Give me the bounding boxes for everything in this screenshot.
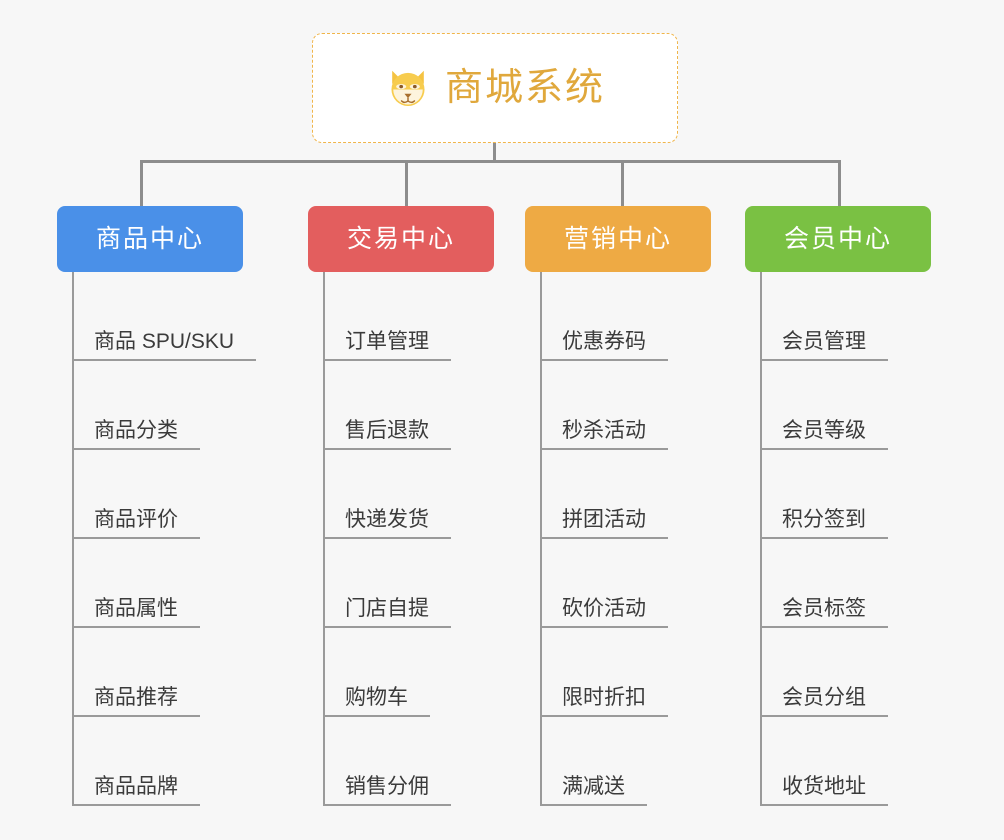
leaf-item[interactable]: 积分签到 <box>760 450 888 539</box>
leaf-underline: 商品分类 <box>72 419 200 450</box>
leaf-item[interactable]: 满减送 <box>540 717 647 806</box>
category-box-2[interactable]: 交易中心 <box>308 206 494 272</box>
leaf-underline: 购物车 <box>323 686 430 717</box>
leaf-underline: 商品评价 <box>72 508 200 539</box>
category-label-4: 会员中心 <box>783 224 892 253</box>
leaf-item[interactable]: 商品 SPU/SKU <box>72 272 257 361</box>
leaf-item[interactable]: 砍价活动 <box>540 539 668 628</box>
leaf-underline: 商品属性 <box>72 597 200 628</box>
leaf-item[interactable]: 收货地址 <box>760 717 888 806</box>
leaf-underline: 商品品牌 <box>72 775 200 806</box>
leaf-label: 商品推荐 <box>94 685 178 709</box>
leaf-underline: 售后退款 <box>323 419 451 450</box>
leaf-label: 商品属性 <box>94 596 178 620</box>
leaf-item[interactable]: 拼团活动 <box>540 450 668 539</box>
leaf-underline: 收货地址 <box>760 775 888 806</box>
leaf-underline: 砍价活动 <box>540 597 668 628</box>
leaf-label: 砍价活动 <box>562 596 646 620</box>
category-box-3[interactable]: 营销中心 <box>525 206 711 272</box>
leaf-label: 购物车 <box>345 685 408 709</box>
leaf-label: 商品评价 <box>94 507 178 531</box>
leaf-underline: 优惠券码 <box>540 330 668 361</box>
leaf-label: 会员分组 <box>782 685 866 709</box>
branch-spine-4 <box>760 272 762 806</box>
leaf-label: 满减送 <box>562 774 625 798</box>
branch-spine-1 <box>72 272 74 806</box>
branch-spine-3 <box>540 272 542 806</box>
leaf-item[interactable]: 快递发货 <box>323 450 451 539</box>
leaf-underline: 门店自提 <box>323 597 451 628</box>
leaf-label: 订单管理 <box>345 329 429 353</box>
leaf-underline: 满减送 <box>540 775 647 806</box>
leaf-label: 售后退款 <box>345 418 429 442</box>
leaf-label: 会员等级 <box>782 418 866 442</box>
connector-drop-2 <box>405 160 408 207</box>
leaf-underline: 商品 SPU/SKU <box>72 329 257 361</box>
leaf-underline: 销售分佣 <box>323 775 451 806</box>
leaf-item[interactable]: 订单管理 <box>323 272 451 361</box>
leaf-item[interactable]: 优惠券码 <box>540 272 668 361</box>
category-label-3: 营销中心 <box>563 224 672 253</box>
leaf-label: 会员标签 <box>782 596 866 620</box>
leaf-label: 秒杀活动 <box>562 418 646 442</box>
leaf-item[interactable]: 会员等级 <box>760 361 888 450</box>
leaf-underline: 订单管理 <box>323 330 451 361</box>
leaf-item[interactable]: 商品推荐 <box>72 628 200 717</box>
connector-drop-3 <box>621 160 624 207</box>
leaf-label: 快递发货 <box>345 507 429 531</box>
leaf-item[interactable]: 售后退款 <box>323 361 451 450</box>
leaf-item[interactable]: 限时折扣 <box>540 628 668 717</box>
leaf-underline: 会员管理 <box>760 330 888 361</box>
leaf-underline: 会员等级 <box>760 419 888 450</box>
connector-drop-4 <box>838 160 841 207</box>
leaf-label: 收货地址 <box>782 774 866 798</box>
category-box-4[interactable]: 会员中心 <box>745 206 931 272</box>
leaf-item[interactable]: 会员标签 <box>760 539 888 628</box>
leaf-underline: 会员标签 <box>760 597 888 628</box>
leaf-label: 商品品牌 <box>94 774 178 798</box>
category-box-1[interactable]: 商品中心 <box>57 206 243 272</box>
leaf-label: 限时折扣 <box>562 685 646 709</box>
leaf-label: 会员管理 <box>782 329 866 353</box>
leaf-item[interactable]: 商品品牌 <box>72 717 200 806</box>
connector-horizontal-bar <box>140 160 840 163</box>
leaf-label: 门店自提 <box>345 596 429 620</box>
leaf-label: 拼团活动 <box>562 507 646 531</box>
leaf-item[interactable]: 秒杀活动 <box>540 361 668 450</box>
connector-drop-1 <box>140 160 143 207</box>
leaf-underline: 快递发货 <box>323 508 451 539</box>
leaf-label: 商品 SPU/SKU <box>94 329 235 353</box>
leaf-underline: 秒杀活动 <box>540 419 668 450</box>
connector-root-stub <box>493 143 496 162</box>
leaf-label: 商品分类 <box>94 418 178 442</box>
leaf-label: 积分签到 <box>782 507 866 531</box>
leaf-item[interactable]: 门店自提 <box>323 539 451 628</box>
leaf-label: 优惠券码 <box>562 329 646 353</box>
leaf-underline: 积分签到 <box>760 508 888 539</box>
branch-spine-2 <box>323 272 325 806</box>
leaf-item[interactable]: 购物车 <box>323 628 430 717</box>
leaf-item[interactable]: 会员管理 <box>760 272 888 361</box>
category-label-2: 交易中心 <box>346 224 455 253</box>
root-node[interactable]: 商城系统 <box>312 33 678 143</box>
leaf-item[interactable]: 销售分佣 <box>323 717 451 806</box>
leaf-underline: 限时折扣 <box>540 686 668 717</box>
root-title: 商城系统 <box>444 67 605 109</box>
leaf-item[interactable]: 商品属性 <box>72 539 200 628</box>
leaf-underline: 会员分组 <box>760 686 888 717</box>
leaf-underline: 商品推荐 <box>72 686 200 717</box>
shiba-dog-face-icon <box>391 70 425 108</box>
leaf-item[interactable]: 商品评价 <box>72 450 200 539</box>
leaf-underline: 拼团活动 <box>540 508 668 539</box>
category-label-1: 商品中心 <box>95 224 204 253</box>
leaf-item[interactable]: 商品分类 <box>72 361 200 450</box>
leaf-label: 销售分佣 <box>345 774 429 798</box>
leaf-item[interactable]: 会员分组 <box>760 628 888 717</box>
